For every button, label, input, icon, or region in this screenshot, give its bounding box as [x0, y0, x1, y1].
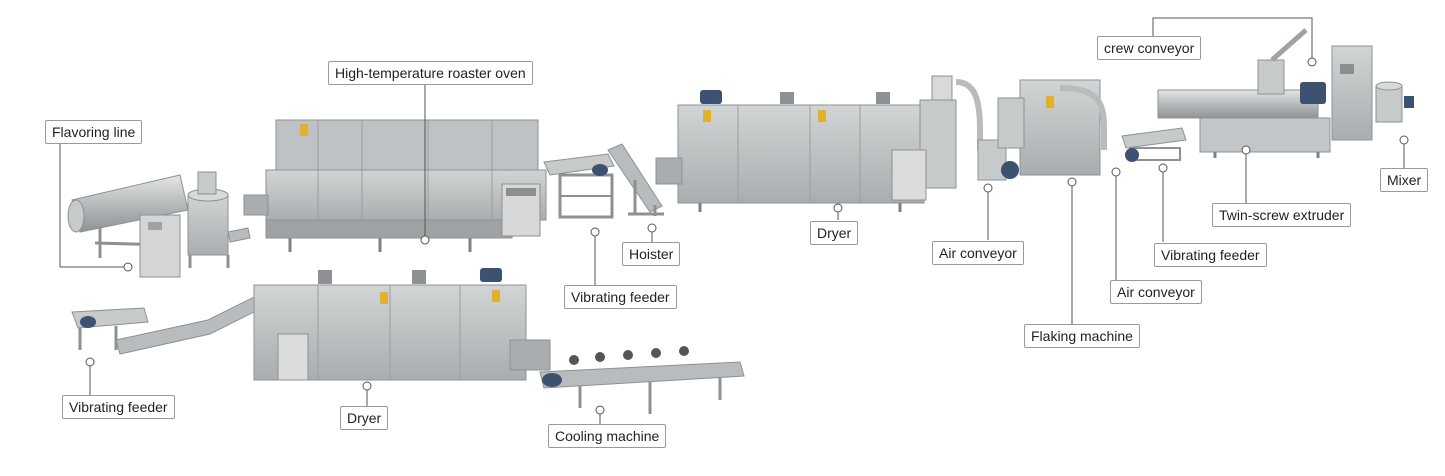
- vibrating-feeder-mid-machine: [543, 153, 615, 219]
- label-dryer-top: Dryer: [810, 221, 859, 245]
- label-air-conveyor-right: Air conveyor: [1110, 280, 1202, 304]
- label-flaking-machine: Flaking machine: [1024, 324, 1140, 348]
- label-cooling-machine: Cooling machine: [548, 424, 667, 448]
- label-vibrating-feeder-mid: Vibrating feeder: [564, 285, 677, 309]
- label-vibrating-feeder-right: Vibrating feeder: [1154, 243, 1267, 267]
- label-dryer-bottom: Dryer: [340, 406, 389, 430]
- label-high-temperature-roaster-oven: High-temperature roaster oven: [328, 61, 533, 85]
- label-mixer: Mixer: [1380, 168, 1429, 192]
- vibrating-feeder-bottom-machine: [71, 294, 259, 355]
- label-vibrating-feeder-bottom: Vibrating feeder: [62, 395, 175, 419]
- mixer-machine: [1331, 45, 1414, 141]
- label-twin-screw-extruder: Twin-screw extruder: [1212, 203, 1352, 227]
- roaster-oven: [243, 119, 547, 252]
- leader-lines: [59, 17, 1405, 424]
- dryer-bottom-machine: [253, 268, 551, 381]
- label-crew-conveyor: crew conveyor: [1097, 36, 1202, 60]
- label-hoister: Hoister: [622, 242, 681, 266]
- twin-screw-extruder-machine: [1157, 28, 1331, 158]
- flaking-machine-unit: [997, 79, 1107, 176]
- number-markers: [85, 57, 1409, 415]
- hoister-machine: [607, 143, 664, 216]
- cooling-machine-unit: [539, 346, 745, 414]
- label-air-conveyor-top: Air conveyor: [932, 241, 1024, 265]
- flavoring-tank: [139, 171, 251, 278]
- vibrating-feeder-right-machine: [1121, 127, 1187, 162]
- dryer-top-machine: [655, 75, 957, 212]
- label-flavoring-line: Flavoring line: [45, 120, 143, 144]
